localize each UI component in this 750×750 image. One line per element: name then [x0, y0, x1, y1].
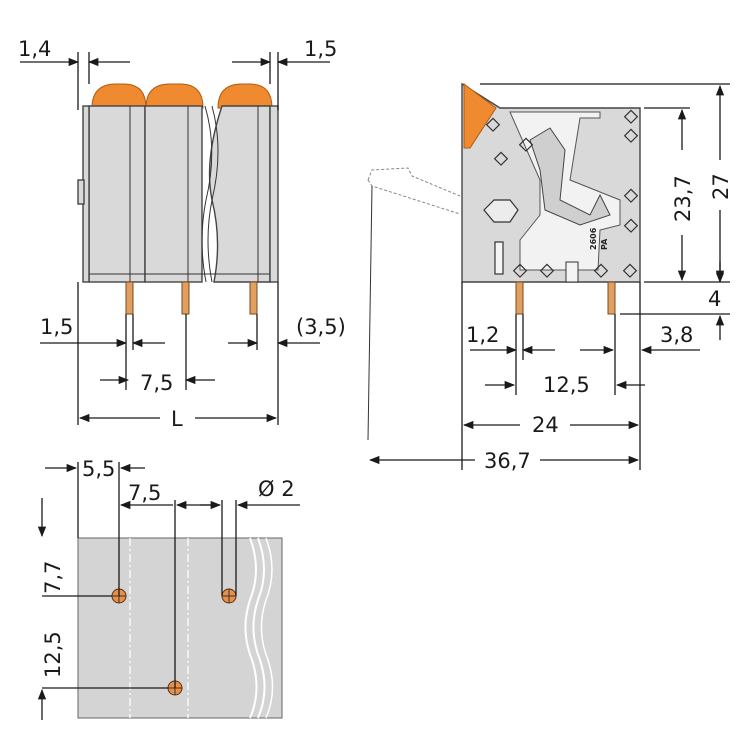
front-view [77, 83, 279, 315]
pcb-break-line [260, 537, 274, 719]
dim-label-right-pin-offset: 3,8 [660, 323, 693, 347]
pin [125, 281, 134, 315]
side-boss [77, 179, 85, 205]
actuator-1 [91, 83, 147, 109]
dim-label-body-depth: 24 [532, 413, 559, 437]
right-end-plate [269, 105, 279, 283]
side-pin [515, 281, 524, 315]
dim-label-hole-dia: Ø 2 [258, 477, 295, 501]
dim-label-pin-spacing: 12,5 [543, 373, 590, 397]
actuator-3 [217, 83, 273, 109]
side-pin [607, 281, 616, 315]
pcb-dimensions: 5,5 7,5 Ø 2 7,7 12,5 [37, 457, 300, 720]
dim-label-total-height: 27 [709, 173, 733, 200]
pin [249, 281, 258, 315]
dim-label-length: L [171, 407, 183, 431]
pcb-layout [77, 537, 283, 719]
dim-label-total-depth: 36,7 [484, 449, 531, 473]
actuator-2 [145, 83, 204, 109]
locating-marks [485, 109, 639, 278]
test-slot [494, 241, 504, 275]
side-view-dimensions: 23,7 27 4 1,2 3,8 12,5 24 36,7 [368, 83, 733, 473]
pcb-outline [77, 537, 283, 719]
dim-label-pin-dia: 1,2 [466, 323, 499, 347]
marking-line-2: PA [600, 238, 609, 250]
dim-label-pcb-pitch: 7,5 [128, 481, 161, 505]
housing-3 [208, 105, 271, 283]
test-opening [483, 199, 519, 223]
dim-label-1-5-top: 1,5 [304, 37, 337, 61]
dim-label-pitch: 7,5 [140, 371, 173, 395]
housing-2 [144, 105, 203, 283]
break-line-2 [207, 105, 219, 283]
break-line [201, 105, 213, 283]
dim-label-3-5: (3,5) [296, 315, 346, 339]
dim-label-pin-length: 4 [708, 287, 721, 311]
pcb-break-line [252, 537, 266, 719]
dim-label-row-offset: 7,7 [41, 561, 65, 594]
side-actuator [463, 83, 497, 149]
dim-label-1-5-bottom: 1,5 [40, 315, 73, 339]
dim-label-row-spacing: 12,5 [41, 631, 65, 678]
dim-label-body-height: 23,7 [671, 175, 695, 222]
marking-line-1: 2606 [589, 227, 598, 250]
wire-phantom-outline [367, 167, 461, 215]
side-view: 2606 PA [367, 82, 641, 441]
bottom-notch [565, 261, 579, 283]
dim-label-edge-offset: 5,5 [82, 457, 115, 481]
pin [181, 281, 190, 315]
pcb-break-line [244, 537, 258, 719]
front-view-dimensions: 1,4 1,5 1,5 (3,5) 7,5 L [18, 37, 346, 431]
housing-1 [88, 105, 146, 283]
dim-label-1-4: 1,4 [18, 37, 51, 61]
clamp-spring [529, 127, 611, 226]
